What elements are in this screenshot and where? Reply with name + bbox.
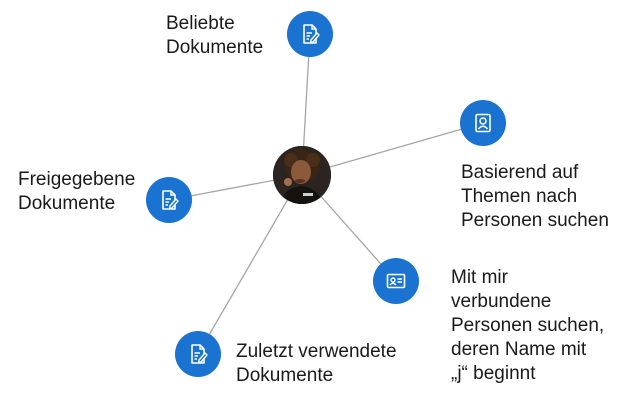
person-avatar-icon (273, 146, 331, 204)
connected-people-node[interactable] (373, 258, 419, 304)
topics-people-node[interactable] (460, 100, 506, 146)
recent-documents-label: Zuletzt verwendete Dokumente (236, 341, 397, 386)
person-badge-icon (475, 113, 491, 133)
shared-documents-label: Freigegebene Dokumente (18, 169, 136, 214)
contact-card-icon (386, 273, 406, 289)
recent-documents-node[interactable] (175, 331, 221, 377)
popular-documents-label: Beliebte Dokumente (166, 13, 264, 58)
document-edit-icon (191, 344, 208, 364)
document-edit-icon (303, 24, 320, 44)
profile-photo[interactable] (273, 146, 331, 204)
topics-people-label: Basierend auf Themen nach Personen suche… (461, 162, 609, 231)
connected-people-label: Mit mir verbundene Personen suchen, dere… (451, 267, 605, 384)
document-edit-icon (162, 190, 179, 210)
popular-documents-node[interactable] (287, 11, 333, 57)
shared-documents-node[interactable] (146, 177, 192, 223)
connector-recent (197, 174, 303, 355)
connector-topics (301, 122, 484, 176)
